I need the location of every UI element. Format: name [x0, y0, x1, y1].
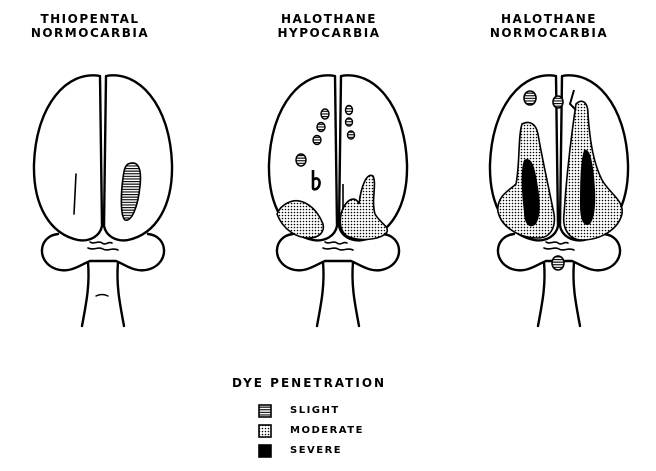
- slight-spot: [346, 106, 353, 115]
- panel-2-title: HALOTHANE HYPOCARBIA: [254, 12, 404, 40]
- slight-spot: [313, 136, 321, 145]
- slight-spot: [553, 96, 563, 108]
- panel-3-title-line-2: NORMOCARBIA: [474, 26, 624, 40]
- legend-title: DYE PENETRATION: [232, 376, 386, 390]
- severe-swatch-icon: [258, 444, 272, 458]
- slight-swatch-icon: [258, 404, 272, 418]
- moderate-swatch-icon: [258, 424, 272, 438]
- slight-spot: [321, 109, 329, 119]
- legend-label-moderate: MODERATE: [290, 424, 364, 438]
- panel-1-title-line-2: NORMOCARBIA: [15, 26, 165, 40]
- legend-label-severe: SEVERE: [290, 444, 342, 458]
- panel-3-title-line-1: HALOTHANE: [474, 12, 624, 26]
- panel-1-title: THIOPENTAL NORMOCARBIA: [15, 12, 165, 40]
- panel-3-title: HALOTHANE NORMOCARBIA: [474, 12, 624, 40]
- brain-diagram-thiopental-normocarbia: [28, 64, 178, 334]
- slight-spot: [346, 118, 353, 126]
- panel-2-title-line-1: HALOTHANE: [254, 12, 404, 26]
- brain-diagram-halothane-normocarbia: [484, 64, 634, 334]
- panel-2-title-line-2: HYPOCARBIA: [254, 26, 404, 40]
- slight-spot: [348, 131, 355, 139]
- slight-spot: [552, 256, 564, 270]
- panel-1-title-line-1: THIOPENTAL: [15, 12, 165, 26]
- legend-label-slight: SLIGHT: [290, 404, 340, 418]
- slight-spot: [524, 91, 536, 105]
- brain-diagram-halothane-hypocarbia: [263, 64, 413, 334]
- slight-spot: [296, 154, 306, 166]
- slight-spot: [317, 123, 325, 132]
